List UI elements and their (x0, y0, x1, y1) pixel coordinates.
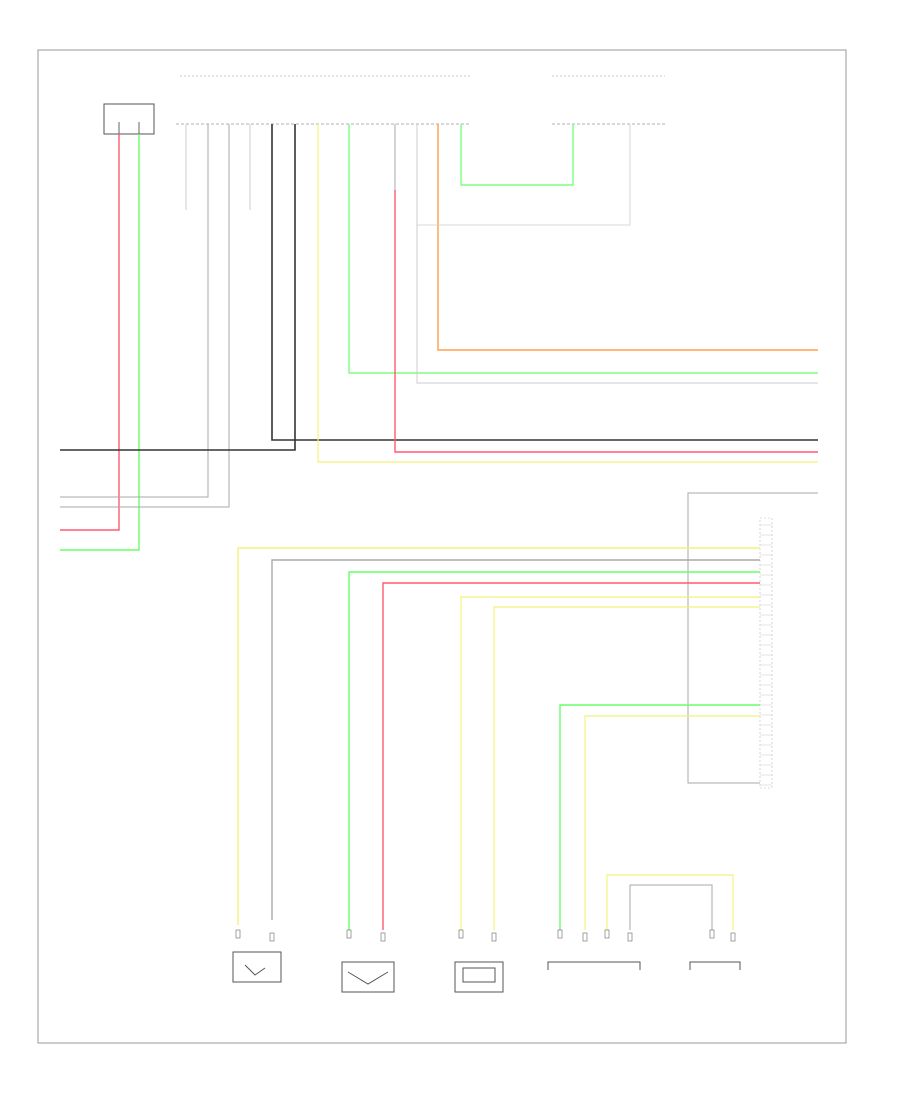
wire-green-1 (60, 134, 140, 551)
wire-yellow-17 (237, 547, 760, 925)
connector-pin (709, 929, 715, 939)
control-module (759, 517, 773, 789)
rear-right-sensor-1 (547, 961, 641, 970)
wire-green-23 (559, 704, 760, 930)
wires (60, 124, 818, 942)
wire-red-0 (60, 134, 120, 531)
wire-gray-4 (60, 124, 230, 508)
connector-pin (582, 932, 588, 942)
top-connector-header (176, 75, 665, 125)
connector-pin (627, 932, 633, 942)
wire-yellow-21 (460, 596, 760, 930)
wire-yellow-25 (606, 874, 734, 930)
wire-gray-18 (271, 559, 760, 920)
wire-black-7 (60, 124, 296, 451)
connector-pin (235, 929, 241, 939)
wire-yellow-24 (584, 715, 760, 930)
wire-red-11 (394, 190, 818, 453)
wire-red-20 (382, 582, 760, 930)
top-left-sensor (103, 103, 155, 135)
front-right-outer-sensor (454, 961, 504, 993)
front-center-sensor (341, 961, 395, 993)
wire-green-14 (460, 124, 574, 186)
wire-green-19 (348, 571, 760, 930)
front-right-ds-sensor (232, 951, 282, 983)
connector-pin (346, 929, 352, 939)
wire-gray-26 (629, 884, 713, 930)
connector-pin (458, 929, 464, 939)
connector-pin (380, 932, 386, 942)
connector-pin (557, 929, 563, 939)
wire-lightgray-15 (417, 124, 631, 226)
connector-pin (730, 932, 736, 942)
wire-gray-16 (687, 492, 818, 784)
wire-lightgray-12 (416, 124, 818, 384)
wire-orange-13 (437, 124, 818, 351)
connector-pin (491, 932, 497, 942)
wire-black-6 (271, 124, 818, 441)
connector-pin (269, 932, 275, 942)
wire-yellow-22 (493, 606, 760, 930)
wire-yellow-8 (317, 124, 818, 463)
rear-right-sensor-2 (689, 961, 741, 970)
diagram-frame (37, 49, 847, 1044)
connector-pin (604, 929, 610, 939)
wire-green-9 (348, 124, 818, 374)
wire-gray-3 (60, 124, 209, 498)
